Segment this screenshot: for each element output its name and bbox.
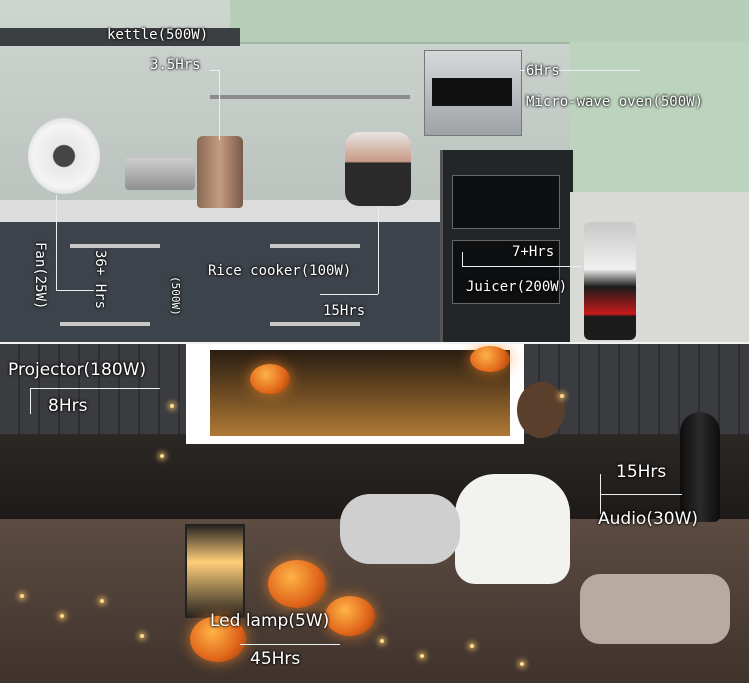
- rice-cooker-appliance: [345, 132, 411, 206]
- cabinet-handle: [270, 244, 360, 248]
- leader-line: [56, 290, 94, 291]
- string-light: [140, 634, 144, 638]
- leader-line: [462, 252, 463, 266]
- kettle-label: kettle(500W): [107, 27, 209, 43]
- led-lamp-label: Led lamp(5W): [210, 611, 330, 631]
- leader-line: [56, 195, 57, 290]
- pumpkin: [470, 346, 510, 372]
- pumpkin: [190, 616, 246, 662]
- wall-rack: [210, 95, 410, 99]
- string-light: [560, 394, 564, 398]
- pillow: [580, 574, 730, 644]
- string-light: [420, 654, 424, 658]
- range-hood: [0, 28, 240, 46]
- string-light: [170, 404, 174, 408]
- microwave-window: [432, 78, 512, 106]
- leader-line: [320, 294, 378, 295]
- side-wattage: (500W): [169, 276, 182, 316]
- pumpkin: [268, 560, 326, 608]
- countertop: [0, 200, 440, 222]
- stove-pot: [125, 158, 195, 190]
- pumpkin: [325, 596, 375, 636]
- upper-cabinets: [230, 0, 749, 44]
- leader-line: [210, 70, 220, 71]
- lantern: [185, 524, 245, 618]
- leader-line: [30, 388, 31, 414]
- leader-line: [30, 388, 160, 389]
- person-shirt: [455, 474, 570, 584]
- fan-label: Fan(25W): [32, 242, 48, 310]
- pumpkin: [250, 364, 290, 394]
- string-light: [60, 614, 64, 618]
- audio-hours: 15Hrs: [616, 462, 667, 482]
- right-cabinets: [570, 42, 749, 192]
- string-light: [380, 639, 384, 643]
- projected-image: [210, 350, 510, 436]
- juicer-hours: 7+Hrs: [512, 244, 555, 260]
- garden-scene: Projector(180W) 8Hrs 15Hrs Audio(30W) Le…: [0, 344, 749, 683]
- cabinet-handle: [70, 244, 160, 248]
- string-light: [160, 454, 164, 458]
- string-light: [470, 644, 474, 648]
- oven-window: [452, 175, 560, 229]
- oven-label: Micro-wave oven(500W): [526, 94, 704, 110]
- leader-line: [240, 644, 340, 645]
- cabinet-handle: [270, 322, 360, 326]
- rice-cooker-hours: 15Hrs: [323, 303, 366, 319]
- string-light: [100, 599, 104, 603]
- string-light: [20, 594, 24, 598]
- oven-window: [452, 240, 560, 304]
- leader-line: [378, 206, 379, 294]
- juicer-label: Juicer(200W): [466, 279, 568, 295]
- led-lamp-hours: 45Hrs: [250, 649, 301, 669]
- projector-hours: 8Hrs: [48, 396, 88, 416]
- string-light: [520, 662, 524, 666]
- kettle-hours: 3.5Hrs: [150, 57, 201, 73]
- cabinet-handle: [60, 322, 150, 326]
- person-head: [517, 382, 565, 438]
- audio-label: Audio(30W): [598, 509, 699, 529]
- fan-appliance: [28, 118, 100, 194]
- juicer-appliance: [584, 222, 636, 340]
- fan-hours: 36+ Hrs: [92, 250, 108, 310]
- leader-line: [600, 494, 682, 495]
- kettle-appliance: [197, 136, 243, 208]
- kitchen-scene: kettle(500W) 3.5Hrs 6Hrs Micro-wave oven…: [0, 0, 749, 342]
- scene-divider: [0, 342, 749, 344]
- leader-line: [520, 70, 640, 71]
- oven-hours: 6Hrs: [526, 63, 560, 79]
- smart-speaker: [680, 412, 720, 522]
- leader-line: [462, 266, 582, 267]
- leader-line: [219, 70, 220, 140]
- person-legs: [340, 494, 460, 564]
- projector-label: Projector(180W): [8, 360, 147, 380]
- rice-cooker-label: Rice cooker(100W): [208, 263, 352, 279]
